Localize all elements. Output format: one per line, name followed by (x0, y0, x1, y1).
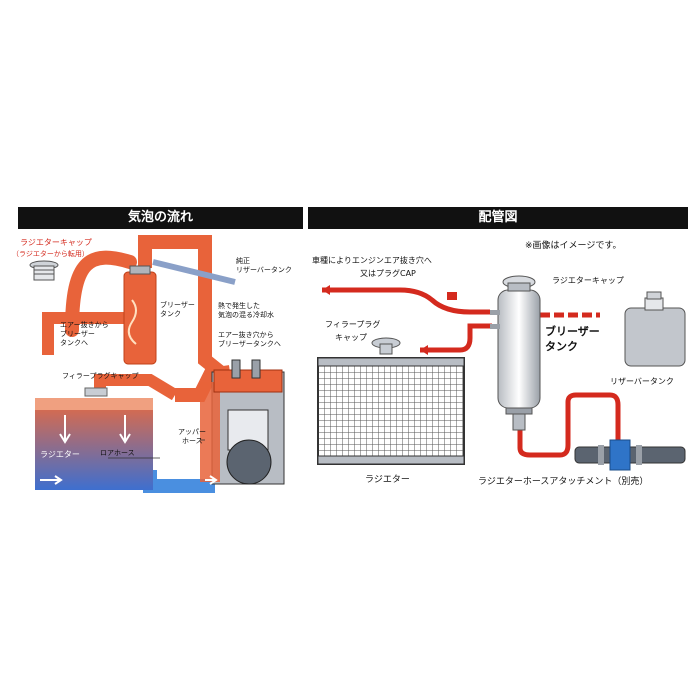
right-hose-filler (420, 323, 492, 353)
hose-breather-loop (138, 235, 235, 386)
reserve-pipe (152, 259, 236, 285)
label-reserve-1: 純正 (236, 256, 250, 265)
left-engine-head (213, 369, 283, 393)
right-reserve-tank (624, 291, 686, 367)
label-upper-hose-2: ホース (182, 437, 203, 445)
left-diagram: ラジエターキャップ （ラジエターから転用） エアー抜きから ブリーザー タンクへ… (12, 235, 292, 493)
right-hose-engine (322, 287, 490, 315)
left-engine-coolant (200, 382, 220, 482)
left-engine-crank (226, 439, 272, 485)
label-right-filler-2: キャップ (335, 333, 367, 342)
label-reserve-2: リザーバータンク (236, 265, 292, 274)
flow-arrow-down-2 (119, 415, 131, 444)
label-radiator-cap-note: （ラジエターから転用） (12, 249, 89, 258)
right-attachment-pipe (574, 439, 686, 471)
label-bubbles-2: 気泡の混る冷却水 (218, 310, 274, 319)
left-breather-tank (123, 271, 157, 365)
label-right-filler-1: フィラープラグ (325, 319, 380, 329)
label-right-breather-2: タンク (545, 340, 578, 353)
label-right-radiator: ラジエター (365, 474, 410, 485)
flow-arrow-right (205, 475, 218, 485)
filler-cap-shape (84, 387, 108, 397)
note-image-disclaimer: ※画像はイメージです。 (525, 239, 621, 251)
right-breather-tank (497, 289, 541, 409)
left-radiator (35, 398, 153, 490)
label-left-breather-2: タンク (160, 309, 181, 318)
left-radiator-top (35, 398, 153, 410)
label-engine-vent-1: エアー抜き穴から (218, 330, 274, 339)
label-left-radiator: ラジエター (40, 450, 80, 459)
header-bubble-flow: 気泡の流れ (18, 207, 303, 229)
label-right-reserve: リザーバータンク (610, 377, 674, 386)
label-radiator-cap: ラジエターキャップ (20, 238, 92, 247)
hose-vent-to-breather (42, 312, 125, 355)
label-engine-note-1: 車種によりエンジンエア抜き穴へ (312, 255, 432, 265)
right-plug-cap (447, 292, 457, 300)
label-lower-hose: ロアホース (100, 449, 135, 457)
header-piping-diagram: 配管図 (308, 207, 688, 229)
label-bubbles-1: 熱で発生した (218, 301, 260, 310)
label-filler-cap: フィラープラグキャップ (62, 371, 138, 380)
right-filler-cap (371, 337, 401, 355)
label-air-vent-3: タンクへ (60, 338, 88, 347)
left-cap-icon (29, 260, 59, 281)
hose-cap-to-breather (65, 250, 137, 337)
right-radiator-cap-icon (502, 275, 536, 292)
label-upper-hose-1: アッパー (178, 428, 206, 436)
label-air-vent-2: ブリーザー (60, 329, 95, 338)
right-hose-attachment (517, 392, 621, 458)
label-right-radiator-cap: ラジエターキャップ (552, 276, 624, 285)
label-air-vent-1: エアー抜きから (60, 320, 109, 329)
right-diagram: 車種によりエンジンエア抜き穴へ 又はプラグCAP ※画像はイメージです。 ラジエ… (312, 239, 686, 487)
label-attachment: ラジエターホースアタッチメント（別売） (478, 475, 648, 487)
right-radiator (317, 357, 465, 465)
label-right-breather-1: ブリーザー (545, 324, 600, 338)
label-engine-vent-2: ブリーザータンクへ (218, 339, 281, 348)
hose-filler (94, 374, 179, 401)
label-left-breather-1: ブリーザー (160, 300, 195, 309)
label-engine-note-2: 又はプラグCAP (360, 268, 416, 278)
flow-arrow-down-1 (59, 415, 71, 444)
flow-arrow-bottom (40, 475, 63, 485)
